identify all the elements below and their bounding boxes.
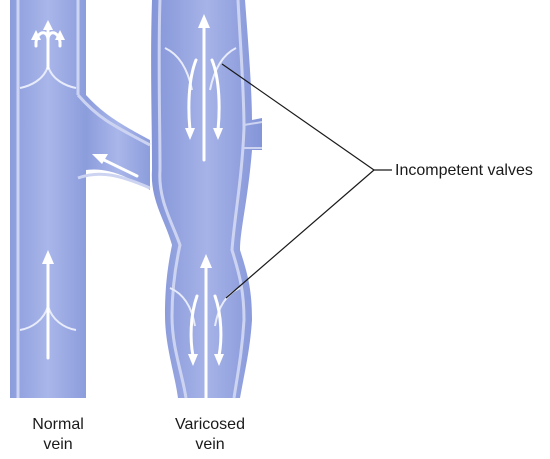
leader-line-bottom: [226, 170, 374, 298]
normal-vein-label-line1: Normal: [18, 415, 98, 435]
varicosed-vein-label-line2: vein: [160, 435, 260, 455]
incompetent-valves-label: Incompetent valves: [395, 161, 533, 181]
varicosed-vein-label: Varicosed vein: [160, 415, 260, 455]
connecting-vein: [78, 95, 150, 190]
normal-vein-label: Normal vein: [18, 415, 98, 455]
varicosed-vein-label-line1: Varicosed: [160, 415, 260, 435]
normal-vein-label-line2: vein: [18, 435, 98, 455]
